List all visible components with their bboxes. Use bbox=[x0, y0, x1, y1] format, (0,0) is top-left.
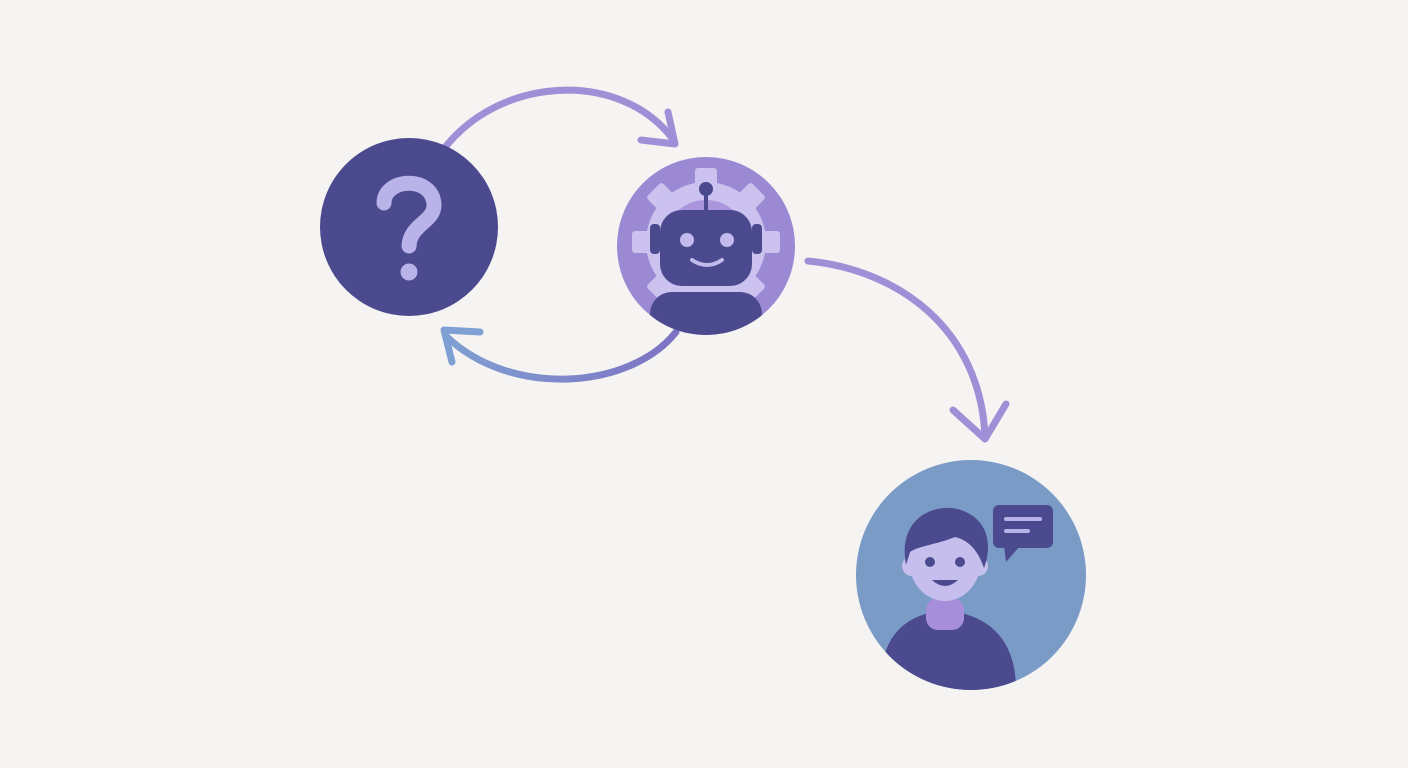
assistant-node bbox=[617, 157, 795, 335]
robot-icon bbox=[650, 182, 762, 335]
arrow-assistant-to-question bbox=[440, 326, 680, 383]
arrowhead bbox=[440, 326, 484, 366]
arrow-line bbox=[442, 328, 680, 383]
question-mark-icon bbox=[376, 175, 442, 281]
speech-bubble-icon bbox=[993, 505, 1053, 562]
person-node bbox=[856, 460, 1086, 690]
arrow-line bbox=[439, 86, 676, 154]
arrowhead bbox=[637, 108, 679, 148]
arrow-assistant-to-person bbox=[804, 257, 1010, 443]
arrow-line bbox=[804, 257, 989, 440]
arrow-question-to-assistant bbox=[439, 86, 679, 154]
arrowhead bbox=[949, 400, 1010, 443]
person-icon bbox=[880, 507, 1016, 690]
question-node bbox=[320, 138, 498, 316]
